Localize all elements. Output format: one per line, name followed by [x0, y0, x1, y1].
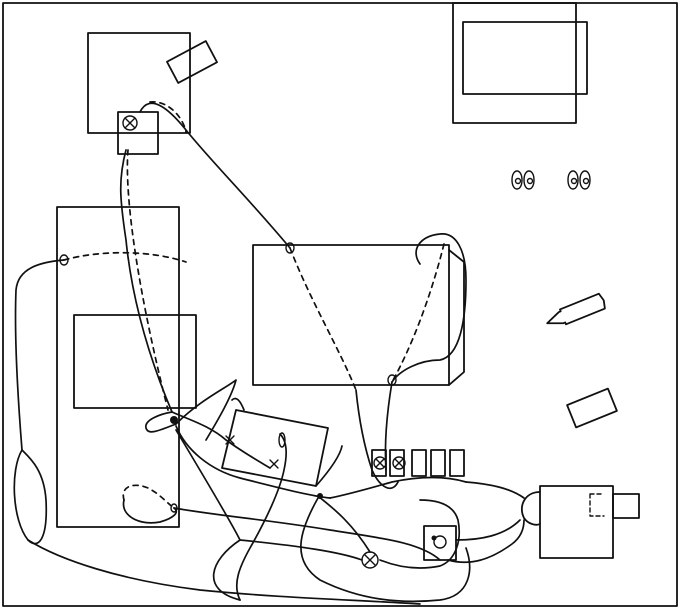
- lamp-icon: [122, 115, 138, 131]
- eye-icon: [567, 170, 591, 190]
- center-box: [252, 244, 465, 386]
- terminal-block: [371, 449, 465, 477]
- top-left-panel: [87, 32, 191, 155]
- right-small-tilted-rectangle: [566, 387, 618, 429]
- top-right-panel: [452, 2, 588, 124]
- lower-lamp-box: [423, 525, 457, 561]
- eye-symbols: [511, 170, 591, 190]
- left-tall-panel: [56, 206, 197, 528]
- connection-points: [59, 242, 397, 513]
- small-tilted-rectangle: [166, 40, 218, 84]
- wires: [13, 101, 525, 605]
- eye-icon: [511, 170, 535, 190]
- lamp-icon: [361, 551, 379, 569]
- right-side-box: [520, 485, 640, 559]
- bottle-shape: [546, 292, 606, 326]
